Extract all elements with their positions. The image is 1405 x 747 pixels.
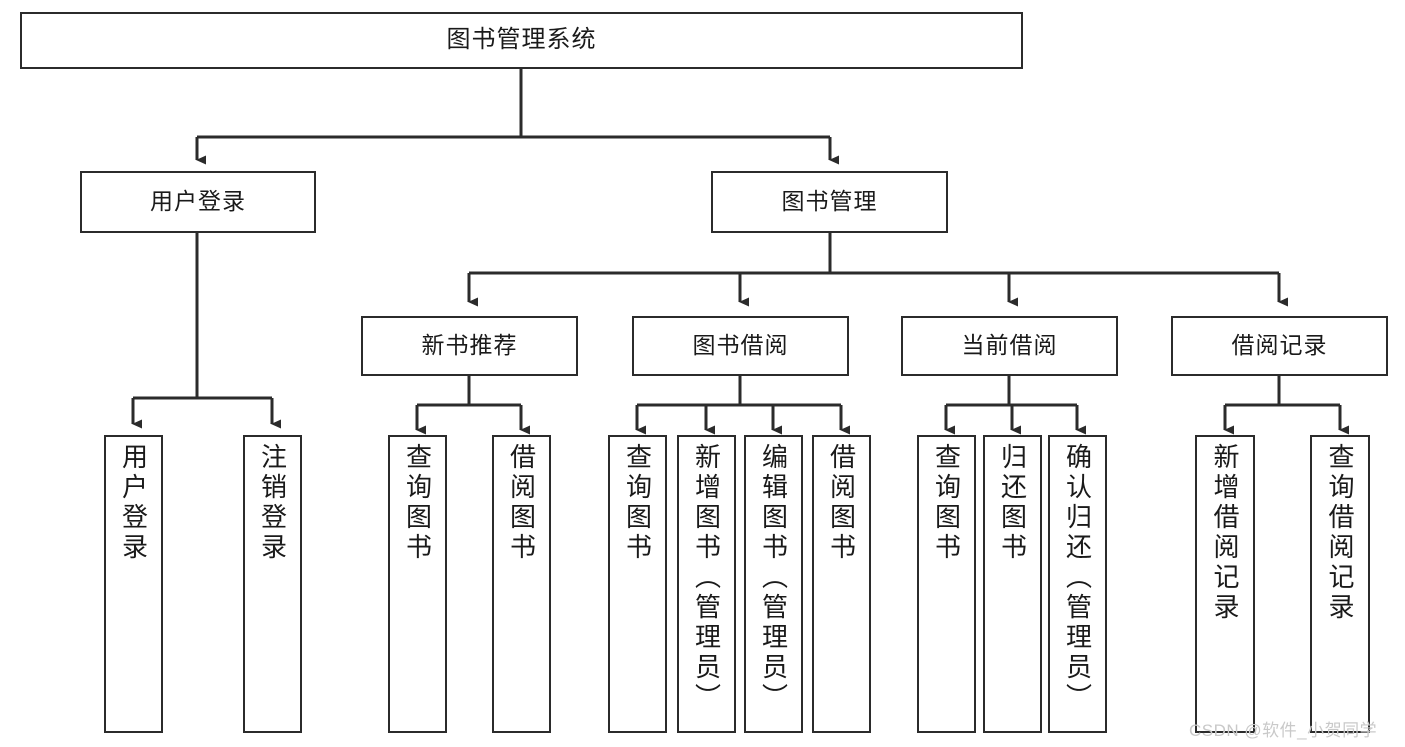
leaf-current-borrow-query-label: 查询图书 [931,443,962,563]
node-root-label: 图书管理系统 [446,26,597,54]
node-borrow-record-label: 借阅记录 [1231,332,1328,359]
leaf-borrow-record-query[interactable]: 查询借阅记录 [1310,435,1370,733]
leaf-user-login-login[interactable]: 用户登录 [104,435,163,733]
node-new-book-recommend[interactable]: 新书推荐 [361,316,578,376]
node-new-book-recommend-label: 新书推荐 [421,332,518,359]
leaf-new-book-query[interactable]: 查询图书 [388,435,447,733]
node-root[interactable]: 图书管理系统 [20,12,1023,69]
leaf-book-borrow-borrow-label: 借阅图书 [826,443,857,563]
node-current-borrow-label: 当前借阅 [961,332,1058,359]
leaf-new-book-query-label: 查询图书 [402,443,433,563]
csdn-watermark: CSDN @软件_小贺同学 [1189,721,1378,740]
leaf-user-login-logout-label: 注销登录 [257,443,288,563]
node-user-login[interactable]: 用户登录 [80,171,316,233]
node-book-management-label: 图书管理 [781,188,878,215]
leaf-book-borrow-edit[interactable]: 编辑图书（管理员） [744,435,803,733]
leaf-book-borrow-edit-label: 编辑图书（管理员） [758,443,789,713]
leaf-book-borrow-add[interactable]: 新增图书（管理员） [677,435,736,733]
leaf-book-borrow-add-label: 新增图书（管理员） [691,443,722,713]
leaf-book-borrow-query-label: 查询图书 [622,443,653,563]
leaf-current-borrow-confirm-return[interactable]: 确认归还（管理员） [1048,435,1107,733]
leaf-current-borrow-query[interactable]: 查询图书 [917,435,976,733]
node-book-borrow-label: 图书借阅 [692,332,789,359]
leaf-new-book-borrow[interactable]: 借阅图书 [492,435,551,733]
leaf-borrow-record-add[interactable]: 新增借阅记录 [1195,435,1255,733]
node-current-borrow[interactable]: 当前借阅 [901,316,1118,376]
leaf-book-borrow-query[interactable]: 查询图书 [608,435,667,733]
leaf-current-borrow-return[interactable]: 归还图书 [983,435,1042,733]
leaf-new-book-borrow-label: 借阅图书 [506,443,537,563]
node-user-login-label: 用户登录 [150,188,246,215]
leaf-user-login-login-label: 用户登录 [118,443,149,563]
node-borrow-record[interactable]: 借阅记录 [1171,316,1388,376]
leaf-borrow-record-query-label: 查询借阅记录 [1325,443,1355,623]
node-book-management[interactable]: 图书管理 [711,171,948,233]
node-book-borrow[interactable]: 图书借阅 [632,316,849,376]
leaf-current-borrow-confirm-return-label: 确认归还（管理员） [1062,443,1093,713]
leaf-user-login-logout[interactable]: 注销登录 [243,435,302,733]
leaf-book-borrow-borrow[interactable]: 借阅图书 [812,435,871,733]
leaf-current-borrow-return-label: 归还图书 [997,443,1028,563]
leaf-borrow-record-add-label: 新增借阅记录 [1210,443,1240,623]
